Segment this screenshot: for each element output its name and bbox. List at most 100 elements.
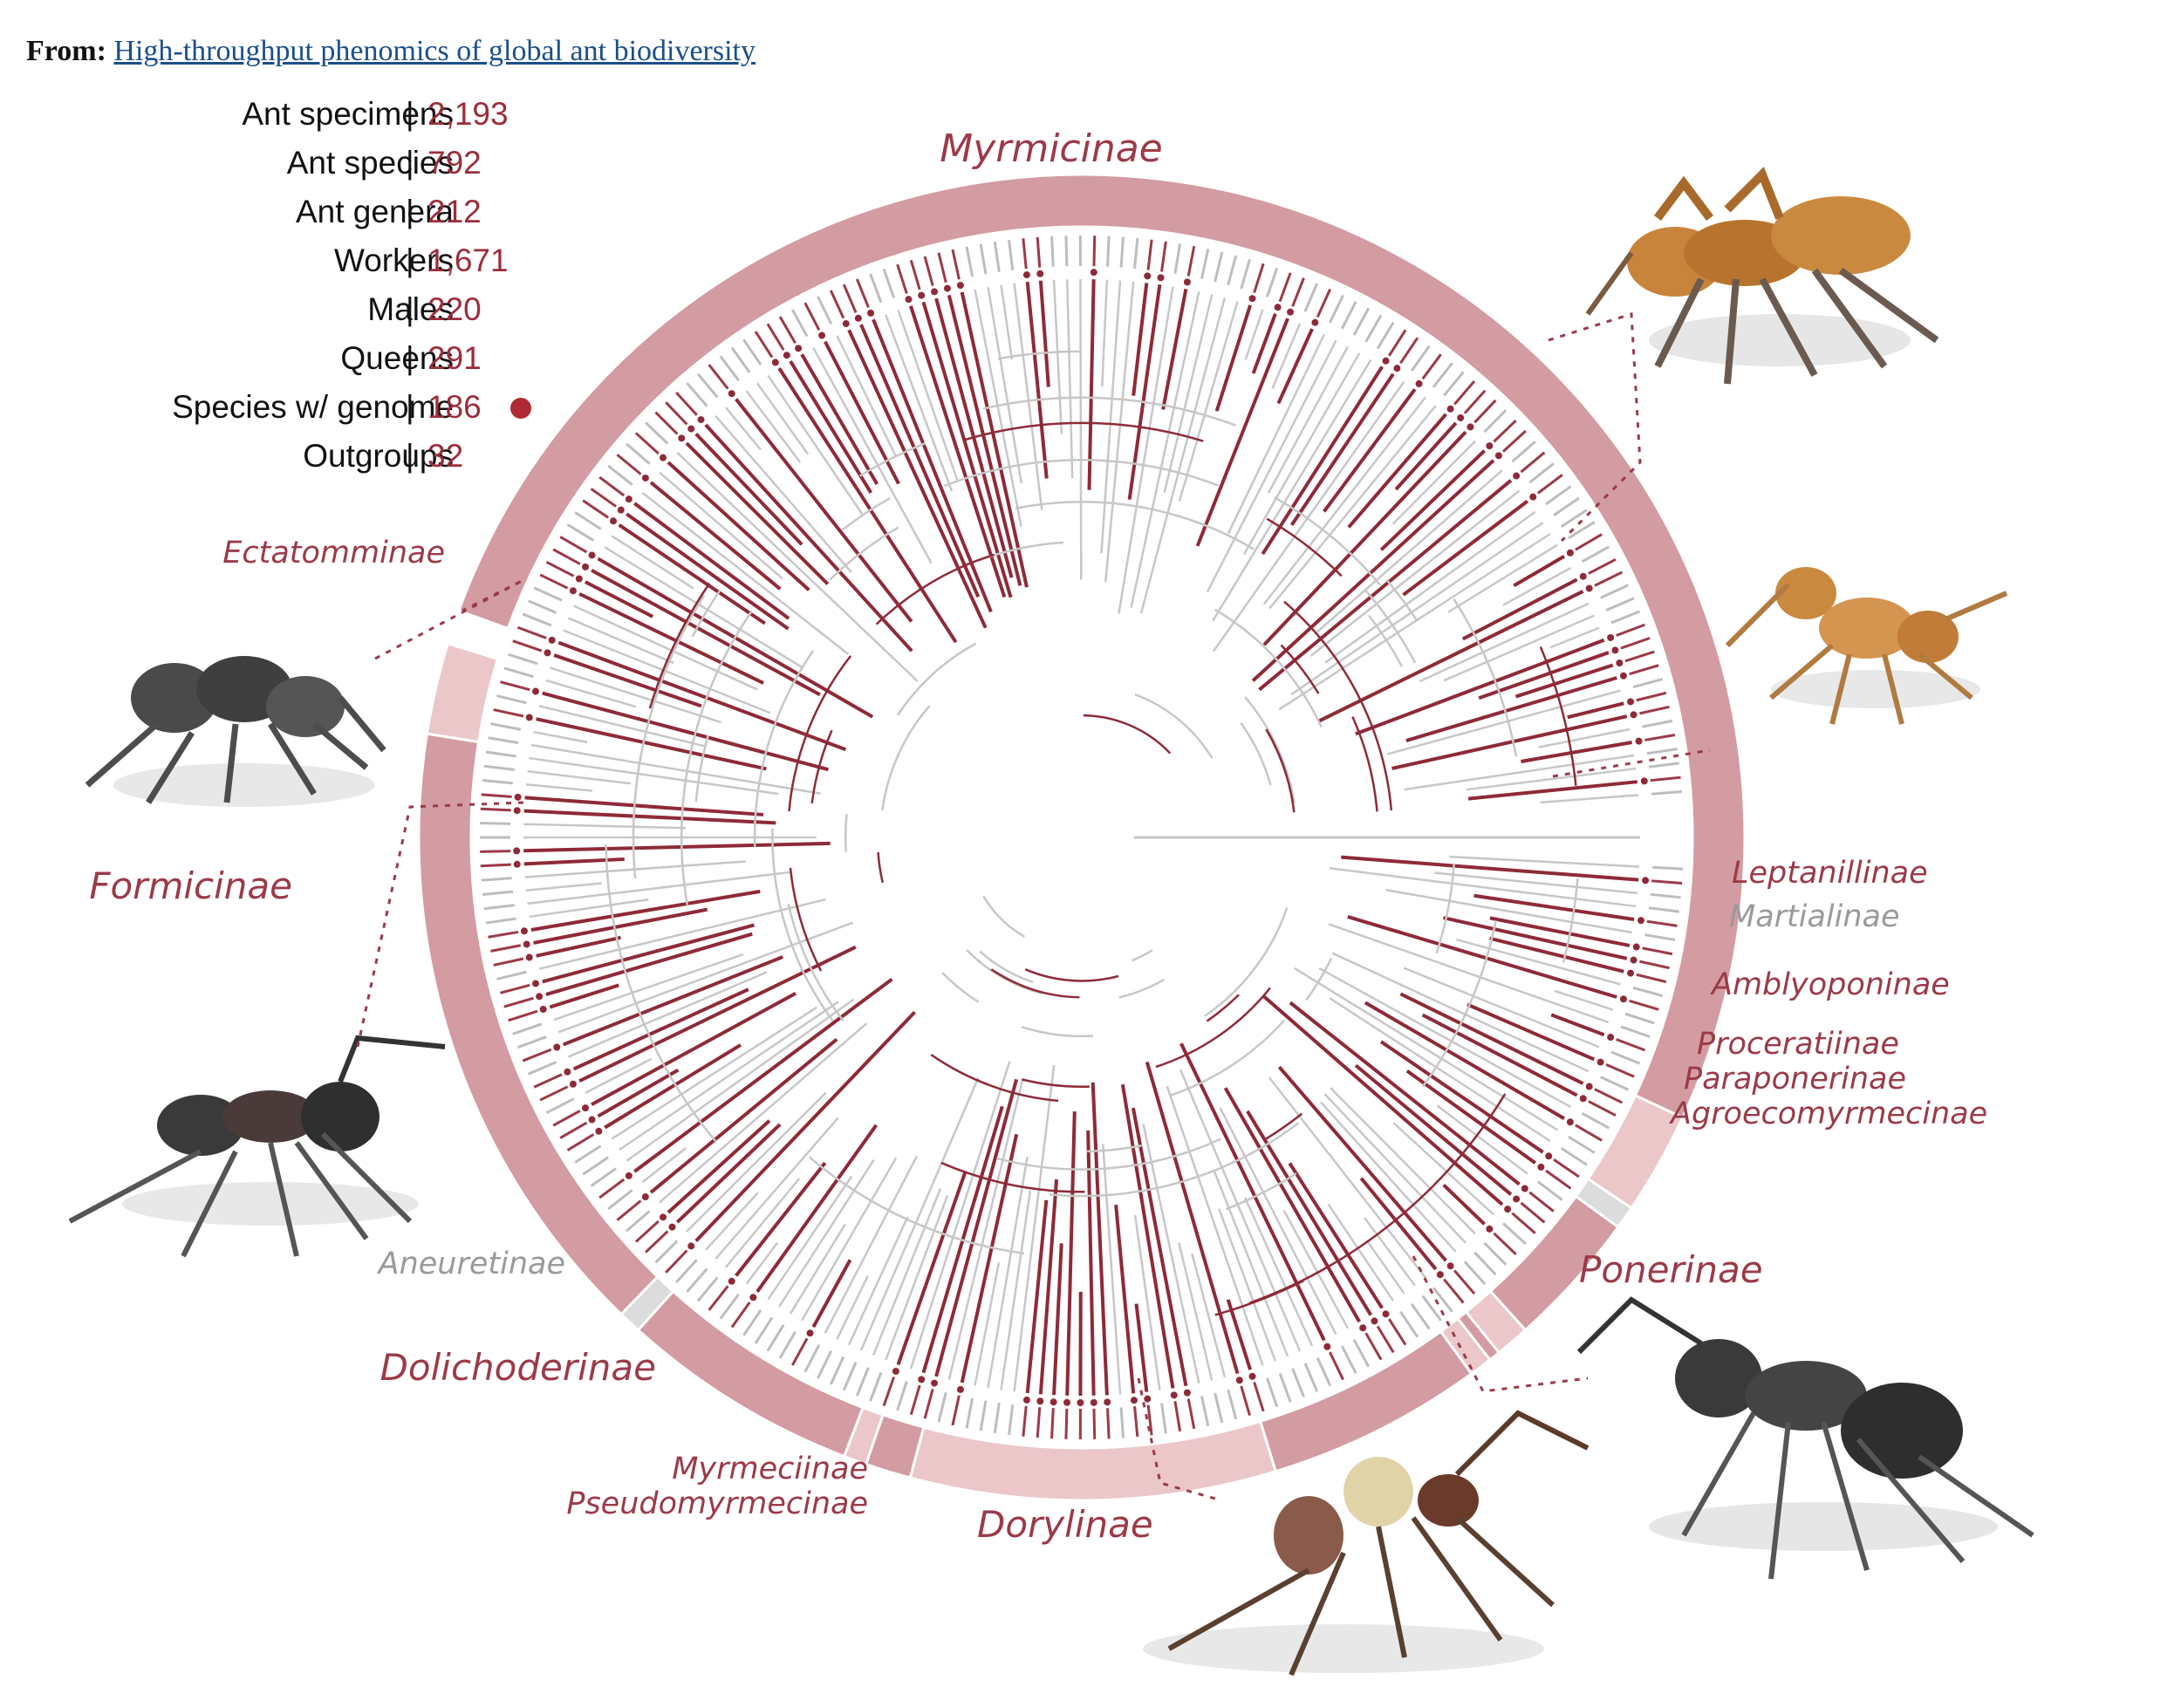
genome-tip-dot <box>1436 1271 1444 1279</box>
genome-tip-dot <box>569 1080 577 1088</box>
genome-tip-dot <box>1446 405 1454 413</box>
genome-tip-dot <box>1635 737 1643 745</box>
tip-label-mark <box>1581 545 1610 564</box>
tree-branch <box>1309 489 1521 658</box>
tree-branch <box>675 1123 782 1224</box>
genome-tip-dot <box>905 296 913 304</box>
tree-branch <box>659 471 783 580</box>
tip-label-mark <box>1581 1111 1610 1130</box>
tree-branch <box>1013 1064 1056 1392</box>
tree-arc <box>982 396 1237 427</box>
tree-branch <box>1038 1179 1059 1395</box>
tip-label-mark <box>686 1267 708 1293</box>
genome-tip-dot <box>575 575 583 583</box>
tree-arc <box>1435 863 1456 954</box>
tip-label-mark <box>842 1362 858 1391</box>
tree-branch <box>523 857 625 866</box>
tip-label-mark <box>1265 1377 1279 1408</box>
tip-label-mark <box>566 1133 595 1151</box>
tree-branch <box>1134 1303 1149 1392</box>
tip-label-mark <box>481 877 512 882</box>
tree-branch <box>735 1161 827 1277</box>
tip-label-mark <box>1432 362 1453 388</box>
tip-label-mark <box>1616 623 1645 637</box>
tree-branch <box>527 769 632 785</box>
tree-branch <box>755 382 810 455</box>
tree-branch <box>1330 1087 1476 1235</box>
ring-segment-myrmicinae <box>456 173 1747 1120</box>
tree-arc <box>1539 646 1577 786</box>
tip-label-mark <box>993 242 1001 273</box>
tree-branch <box>1179 1042 1326 1342</box>
tree-branch <box>1268 1076 1426 1279</box>
tip-label-mark <box>1502 1222 1527 1246</box>
tree-branch <box>767 1175 853 1301</box>
tip-label-mark <box>626 442 651 465</box>
tree-branch <box>1449 855 1640 868</box>
tree-arc <box>1421 919 1497 1088</box>
ant-illustration-ponerinae <box>1576 1296 2034 1580</box>
tree-branch <box>1327 1203 1394 1301</box>
tree-arc <box>875 553 995 625</box>
tree-arc <box>844 814 848 852</box>
genome-tip-dot <box>1529 493 1537 501</box>
genome-tip-dot <box>1063 1398 1071 1406</box>
tip-label-mark <box>539 573 569 590</box>
tip-label-mark <box>480 807 511 812</box>
tree-branch <box>1132 283 1149 396</box>
genome-tip-dot <box>660 454 667 461</box>
tree-branch <box>1262 430 1467 646</box>
tree-branch <box>1467 1002 1596 1062</box>
tree-branch <box>1331 952 1590 1073</box>
tip-label-mark <box>508 652 538 666</box>
tip-label-mark <box>634 1220 660 1243</box>
tip-label-mark <box>1119 236 1125 268</box>
genome-tip-dot <box>1457 413 1465 421</box>
tree-branch <box>704 1192 759 1251</box>
stat-separator: | <box>406 389 414 425</box>
tree-branch <box>1100 280 1122 554</box>
genome-tip-dot <box>1393 365 1401 372</box>
tip-label-mark <box>1227 255 1238 286</box>
tree-branch <box>777 367 958 644</box>
tree-arc <box>1283 600 1393 811</box>
genome-tip-dot <box>1022 271 1030 279</box>
tip-label-mark <box>482 779 514 785</box>
tip-label-mark <box>1600 584 1630 599</box>
tree-branch <box>1000 284 1014 360</box>
tree-branch <box>530 889 761 932</box>
genome-tip-dot <box>548 636 556 644</box>
article-link[interactable]: High-throughput phenomics of global ant … <box>113 35 756 67</box>
tree-branch <box>897 310 959 481</box>
tree-branch <box>1403 967 1600 1049</box>
tree-branch <box>1341 855 1639 882</box>
tree-branch <box>735 398 913 623</box>
tip-label-mark <box>527 1061 557 1076</box>
tip-label-mark <box>937 1391 947 1423</box>
tip-label-mark <box>1642 719 1673 728</box>
genome-tip-dot <box>532 980 540 987</box>
tree-branch <box>800 353 879 486</box>
tip-label-mark <box>1173 243 1182 275</box>
tree-branch <box>811 1259 852 1329</box>
tree-arc <box>1155 987 1271 1069</box>
label-dolichoderinae: Dolichoderinae <box>380 1346 656 1389</box>
tree-branch <box>536 717 767 771</box>
genome-tip-dot <box>842 320 850 328</box>
tip-label-mark <box>598 475 626 497</box>
tip-label-mark <box>482 890 514 896</box>
tree-arc <box>896 642 977 716</box>
tree-branch <box>538 898 826 970</box>
tree-branch <box>1455 938 1621 986</box>
tree-branch <box>1294 967 1558 1131</box>
tip-label-mark <box>1106 236 1111 267</box>
tree-branch <box>724 407 762 451</box>
genome-tip-dot <box>625 495 632 503</box>
tip-label-mark <box>869 273 883 304</box>
tip-label-mark <box>1648 762 1679 769</box>
genome-tip-dot <box>1104 1398 1111 1406</box>
genome-tip-dot <box>1183 278 1191 286</box>
tip-label-mark <box>1092 1408 1097 1439</box>
genome-tip-dot <box>1371 1317 1378 1325</box>
genome-tip-dot <box>1619 995 1627 1003</box>
